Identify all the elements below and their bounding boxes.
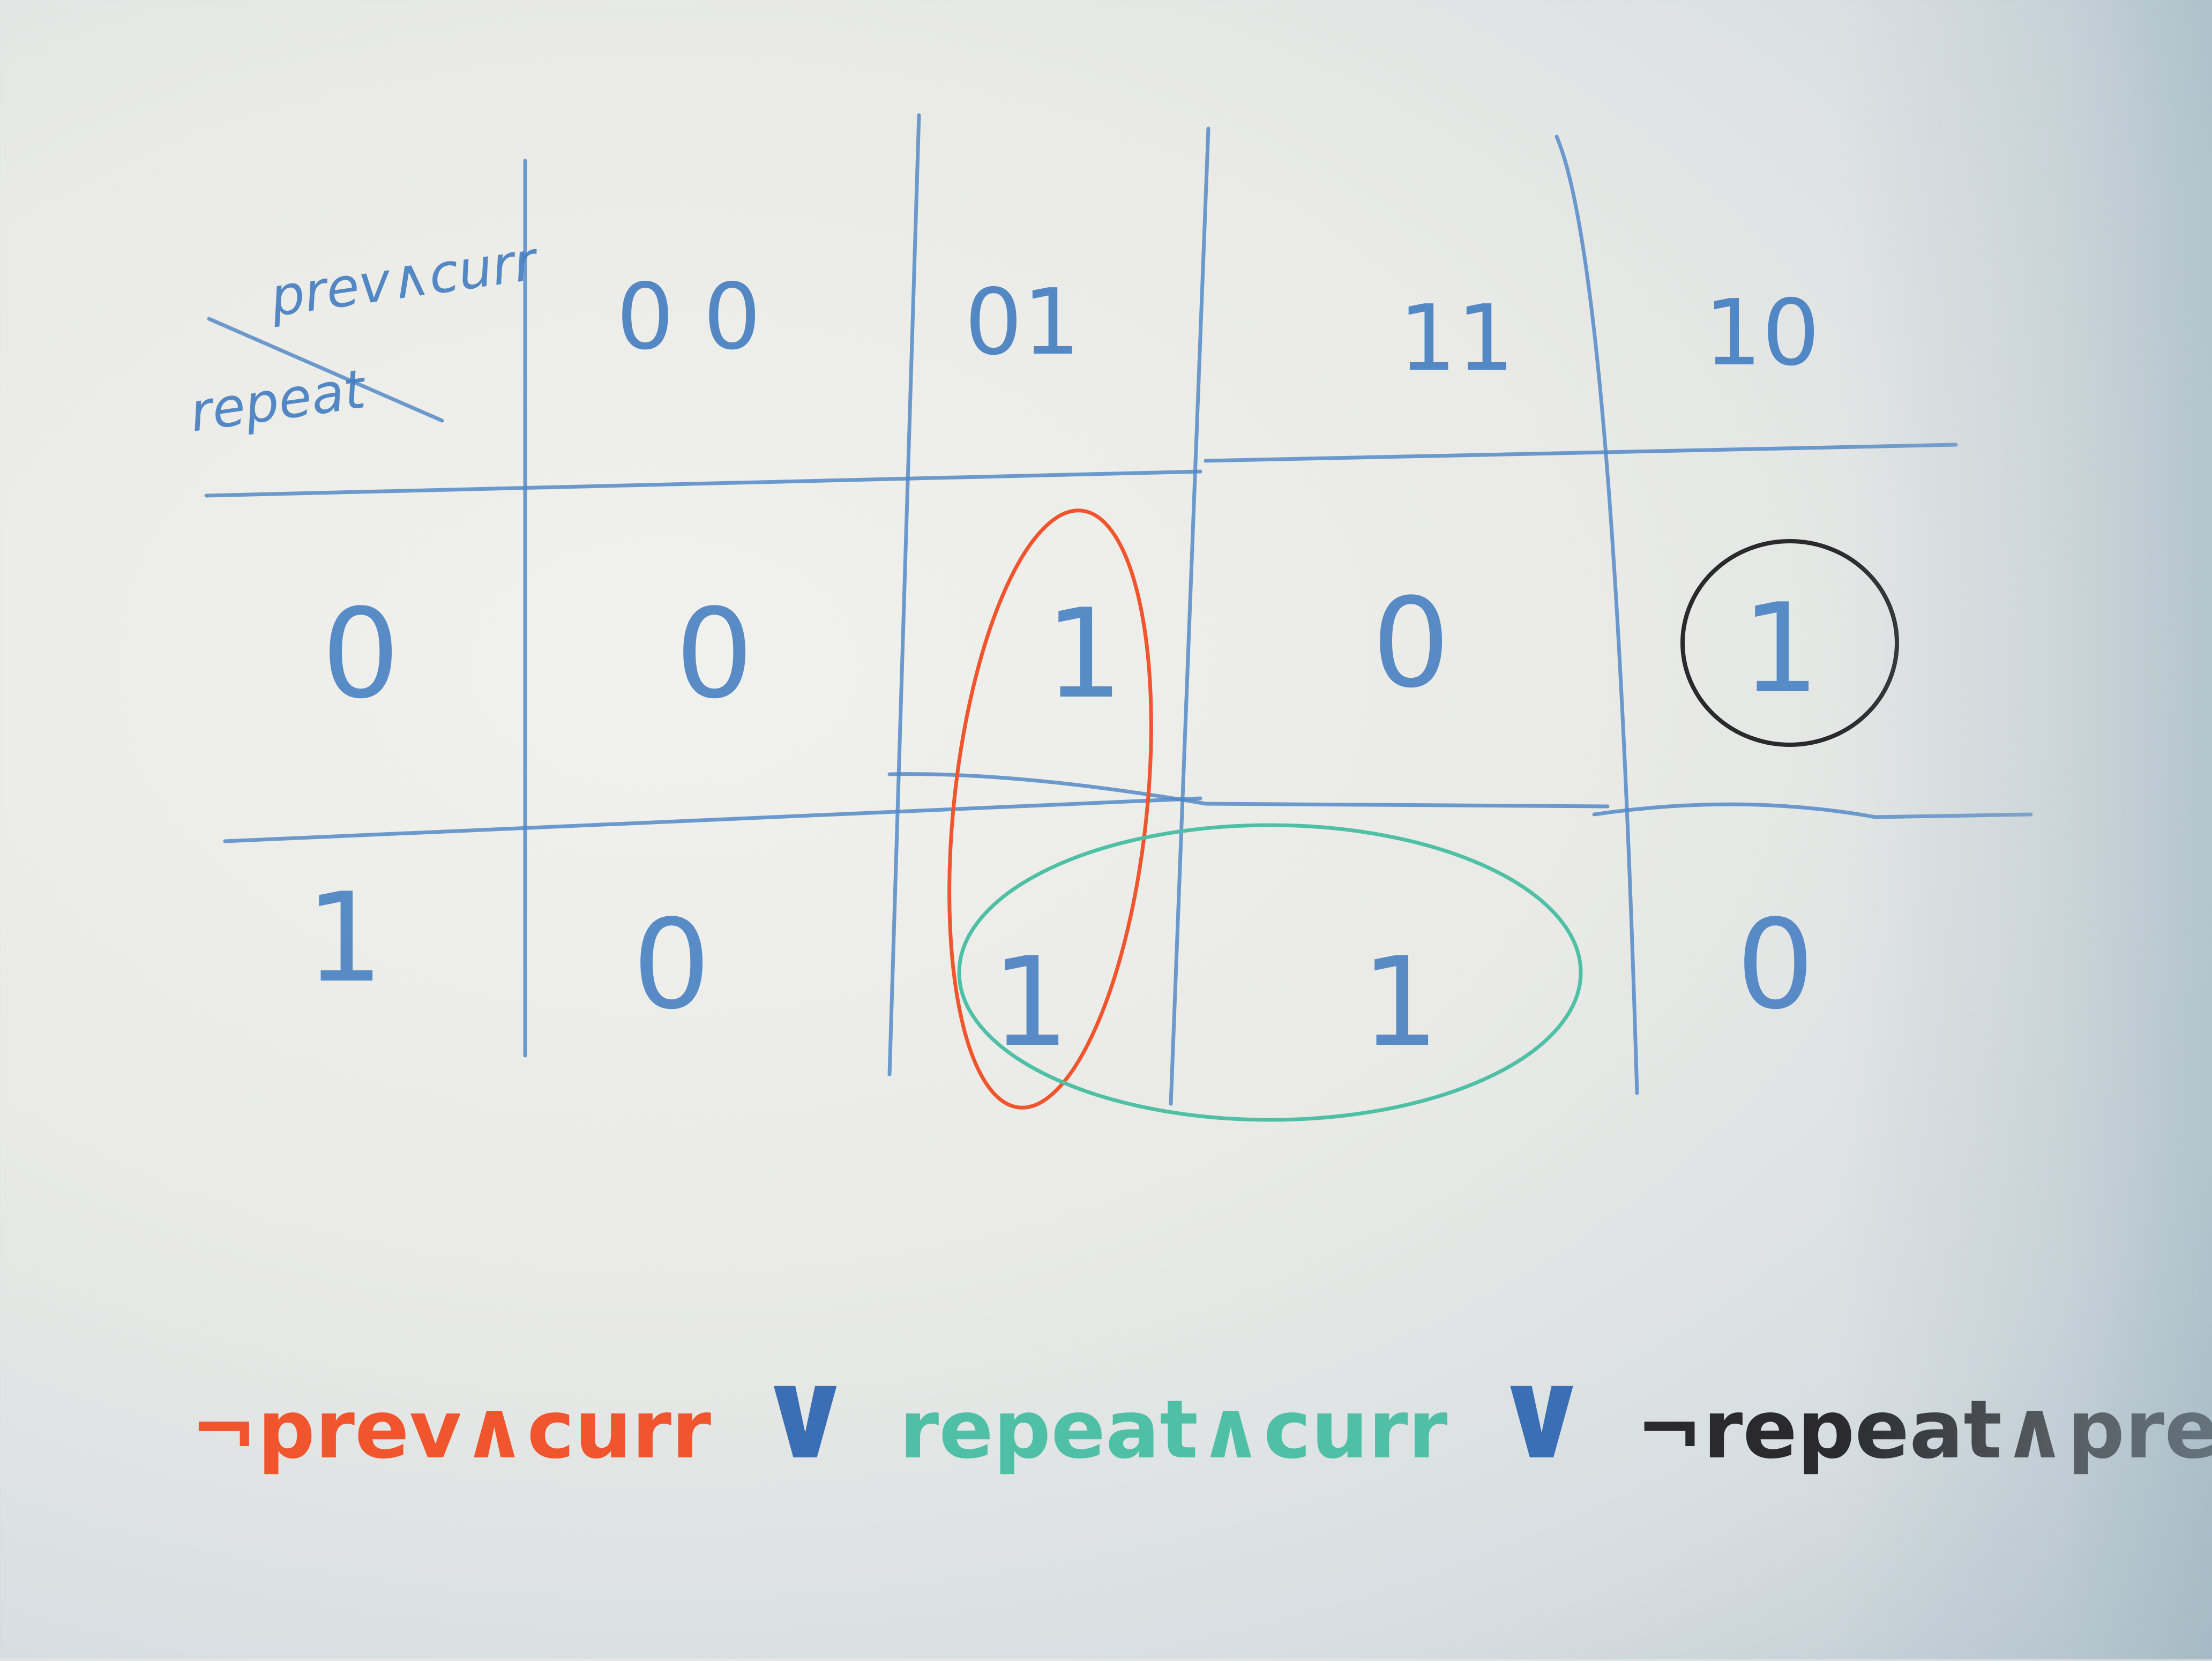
column-header-01: 01 [965,270,1080,376]
formula-or-1: ∨ [755,1344,855,1487]
cell-r0-c01: 1 [1045,583,1123,726]
grid-line-h1a [204,469,1202,498]
row-header-0: 0 [322,583,400,726]
cell-r0-c10: 1 [1742,578,1820,721]
grid-line-h1b [1204,443,1958,463]
grid-line-v4 [1555,134,1639,1095]
cell-r0-c11: 0 [1372,572,1450,715]
cell-r1-c11: 1 [1361,931,1439,1074]
column-header-00: 0 0 [616,264,761,370]
cell-r1-c10: 0 [1736,894,1814,1037]
corner-diagonal [207,317,444,423]
corner-label-rows: repeat [186,357,371,444]
cell-r1-c00: 0 [632,894,711,1037]
grid-line-v3 [1169,126,1210,1106]
corner-label-columns: prev∧curr [266,229,543,329]
cell-r1-c01: 1 [991,931,1070,1074]
light-glare [1837,0,2212,1659]
formula-term-green: repeat∧curr [899,1383,1447,1477]
column-header-11: 11 [1399,286,1514,392]
formula-or-2: ∨ [1492,1344,1592,1487]
red-group-loop [947,508,1153,1110]
formula-term-red: ¬prev∧curr [190,1383,711,1477]
grid-line-h2a [223,796,1202,843]
grid-line-v2 [887,113,921,1076]
grid-line-h2b [887,772,1610,809]
kmap-grid [204,113,2033,1106]
row-header-1: 1 [305,867,384,1010]
green-group-loop [957,823,1583,1122]
column-header-10: 10 [1704,280,1820,386]
cell-r0-c00: 0 [675,583,753,726]
